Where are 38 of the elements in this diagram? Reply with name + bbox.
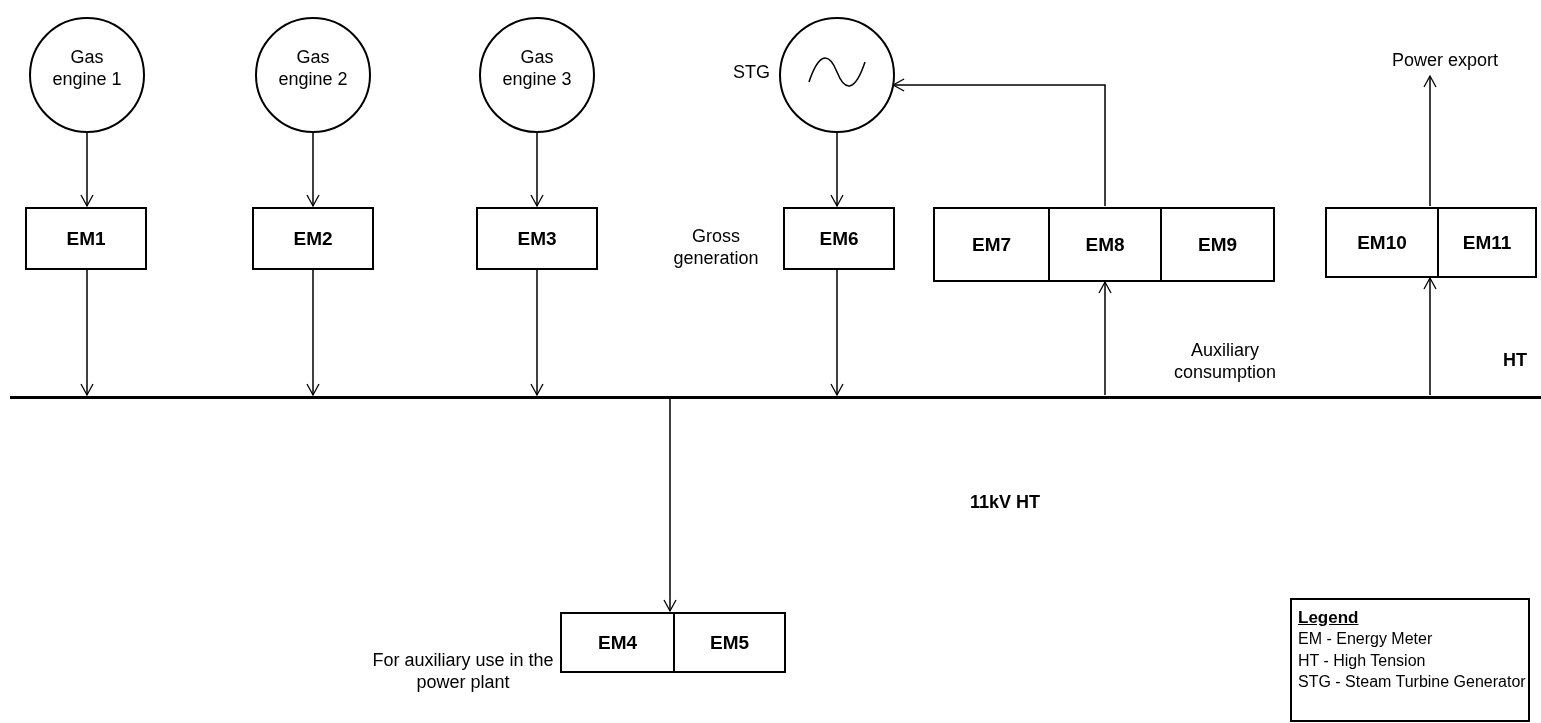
caption-text: Gross generation [672, 226, 760, 270]
meter-box: EM8 [1048, 207, 1162, 282]
legend-entry: EM - Energy Meter [1298, 629, 1434, 649]
legend-title: Legend [1298, 608, 1360, 628]
arrow [1423, 75, 1437, 207]
meter-box: EM7 [933, 207, 1050, 282]
caption-text: For auxiliary use in the power plant [372, 650, 554, 694]
arrow [80, 131, 94, 207]
engine-label: Gas engine 3 [501, 47, 573, 91]
arrow [530, 269, 544, 396]
note-text: 11kV HT [968, 492, 1041, 514]
legend-entry: HT - High Tension [1298, 650, 1427, 671]
arrow [306, 131, 320, 207]
meter-box: EM4 [560, 612, 675, 673]
arrow [830, 131, 844, 207]
arrow [1098, 281, 1112, 396]
arrow [830, 269, 844, 396]
meter-box: EM9 [1160, 207, 1275, 282]
engine-label: Gas engine 2 [277, 47, 349, 91]
arrow [80, 269, 94, 396]
arrow [892, 78, 1106, 207]
meter-box: EM5 [673, 612, 786, 673]
arrow [306, 269, 320, 396]
meter-box: EM3 [476, 207, 598, 270]
meter-box: EM11 [1437, 207, 1537, 278]
meter-box: EM1 [25, 207, 147, 270]
arrow [530, 131, 544, 207]
text-label: Power export [1380, 50, 1510, 72]
generator-label: STG [733, 62, 770, 84]
note-text: Auxiliary consumption [1172, 340, 1278, 384]
arrow [1423, 277, 1437, 396]
arrow [663, 398, 677, 612]
busbar [10, 396, 1541, 399]
meter-box: EM10 [1325, 207, 1439, 278]
meter-box: EM6 [783, 207, 895, 270]
note-text: HT [1502, 350, 1528, 372]
meter-box: EM2 [252, 207, 374, 270]
engine-label: Gas engine 1 [51, 47, 123, 91]
